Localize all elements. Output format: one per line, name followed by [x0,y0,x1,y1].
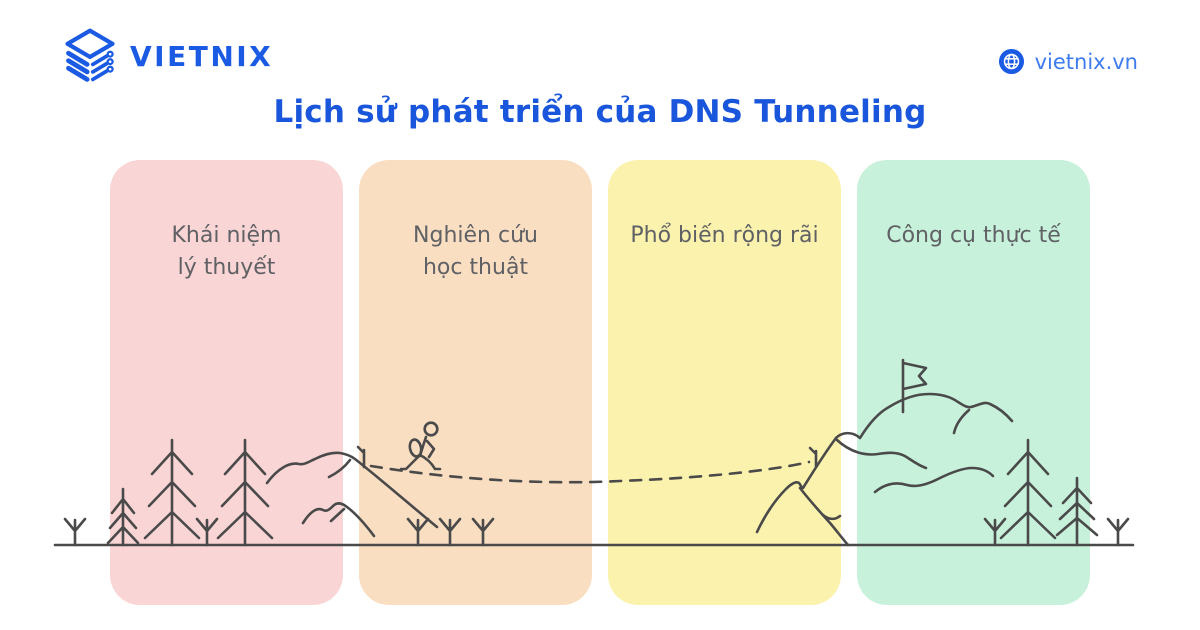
stage-label: Phổ biến rộng rãi [630,223,819,248]
stage-label: Nghiên cứu học thuật [413,223,538,280]
globe-icon [998,48,1024,75]
page-title: Lịch sử phát triển của DNS Tunneling [273,94,927,130]
stage-column-research: Nghiên cứu học thuật [359,160,592,605]
website-badge: vietnix.vn [998,48,1138,75]
stage-column-theory: Khái niệm lý thuyết [110,160,343,605]
layer-stack-icon [65,28,115,82]
stage-column-widespread: Phổ biến rộng rãi [608,160,841,605]
website-text: vietnix.vn [1034,49,1138,74]
stage-column-tools: Công cụ thực tế [857,160,1090,605]
timeline-stages: Khái niệm lý thuyết Nghiên cứu học thuật… [110,160,1090,605]
stage-label: Khái niệm lý thuyết [171,223,282,280]
stage-label: Công cụ thực tế [886,223,1061,248]
brand-name: VIETNIX [130,39,274,73]
brand-logo: VIETNIX [60,26,273,86]
